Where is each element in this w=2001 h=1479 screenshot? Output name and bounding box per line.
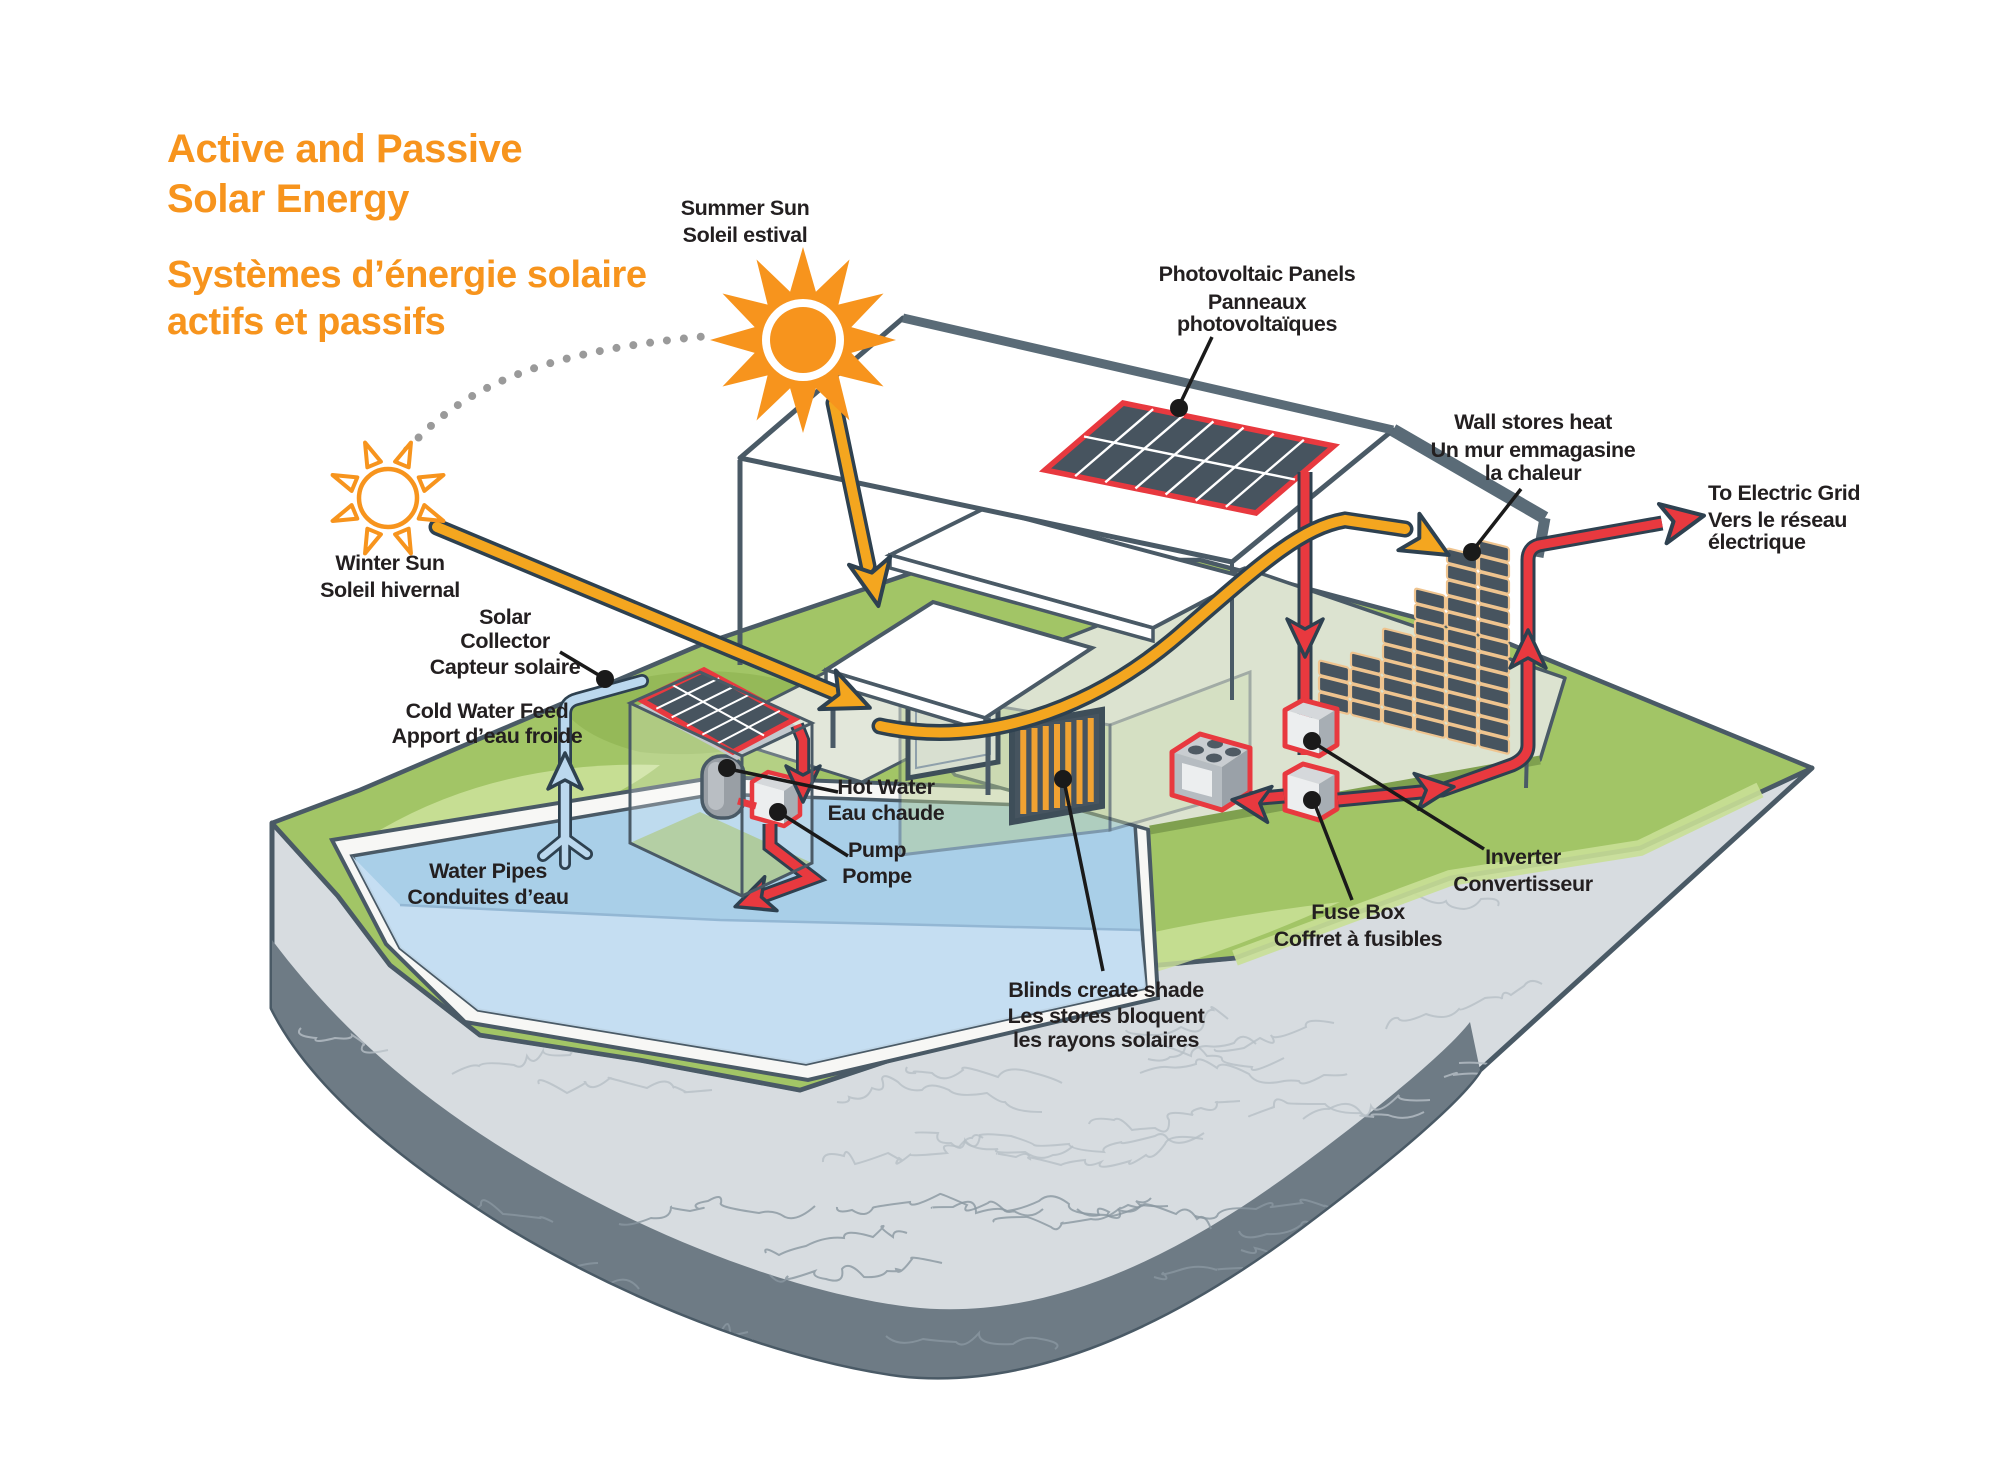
title-fr-line2: actifs et passifs <box>167 301 445 343</box>
shed-floor <box>630 812 812 896</box>
label-electric-grid-fr2: électrique <box>1708 530 1806 554</box>
pump-to-pool-pipe <box>733 824 828 913</box>
label-wall-heat: Wall stores heat Un mur emmagasine la ch… <box>1431 410 1637 485</box>
label-wall-heat-fr1: Un mur emmagasine <box>1431 438 1636 462</box>
label-fuse-box: Fuse Box Coffret à fusibles <box>1274 900 1443 951</box>
label-winter-sun-fr: Soleil hivernal <box>320 578 460 602</box>
main-house <box>701 313 1706 857</box>
label-water-pipes: Water Pipes Conduites d’eau <box>407 859 569 909</box>
label-fuse-box-fr: Coffret à fusibles <box>1274 927 1443 951</box>
title-en-line1: Active and Passive <box>167 127 522 171</box>
label-photovoltaic-fr1: Panneaux <box>1208 290 1307 314</box>
label-electric-grid: To Electric Grid Vers le réseau électriq… <box>1708 481 1861 554</box>
grid-arrowhead <box>1656 501 1706 546</box>
label-solar-collector: Solar Collector Capteur solaire <box>430 605 581 679</box>
red-arrow-to-stove <box>1230 784 1285 825</box>
label-photovoltaic: Photovoltaic Panels Panneaux photovoltaï… <box>1159 262 1357 336</box>
winter-sun-ray-arrow <box>428 518 872 712</box>
label-blinds-fr2: les rayons solaires <box>1013 1028 1199 1052</box>
label-blinds-fr1: Les stores bloquent <box>1008 1004 1205 1028</box>
roof-right-slope <box>1389 424 1549 524</box>
pv-panel <box>1038 400 1341 516</box>
label-hot-water: Hot Water Eau chaude <box>828 775 946 825</box>
solar-collector-shed <box>626 666 828 913</box>
brick-wall <box>1317 539 1511 755</box>
label-inverter: Inverter Convertisseur <box>1453 845 1594 896</box>
label-wall-heat-en: Wall stores heat <box>1454 410 1612 434</box>
label-winter-sun-en: Winter Sun <box>335 551 444 575</box>
label-winter-sun: Winter Sun Soleil hivernal <box>320 551 460 602</box>
label-blinds: Blinds create shade Les stores bloquent … <box>1008 978 1205 1052</box>
pool-water-shallow <box>352 856 1146 1064</box>
summer-sun-ray-arrow <box>825 394 893 608</box>
title-fr-line1: Systèmes d’énergie solaire <box>167 254 647 296</box>
summer-sun-icon <box>710 247 896 433</box>
label-blinds-en: Blinds create shade <box>1008 978 1204 1002</box>
hot-water-tank <box>700 754 746 820</box>
label-summer-sun-en: Summer Sun <box>681 196 810 220</box>
leader-dots <box>596 399 1481 821</box>
label-cold-water-fr: Apport d’eau froide <box>392 724 583 748</box>
label-pump-fr: Pompe <box>842 864 912 888</box>
title-en-line2: Solar Energy <box>167 177 410 221</box>
label-hot-water-fr: Eau chaude <box>828 801 945 825</box>
label-photovoltaic-en: Photovoltaic Panels <box>1159 262 1356 286</box>
passive-heat-flow-arrow <box>871 511 1451 741</box>
label-solar-collector-en2: Collector <box>460 629 551 653</box>
label-water-pipes-en: Water Pipes <box>429 859 547 883</box>
label-water-pipes-fr: Conduites d’eau <box>407 885 568 909</box>
label-solar-collector-fr: Capteur solaire <box>430 655 581 679</box>
blue-arrowhead <box>546 751 584 791</box>
page-title: Active and Passive Solar Energy Systèmes… <box>167 127 647 343</box>
label-inverter-en: Inverter <box>1485 845 1562 869</box>
earth-dark-band <box>272 940 1480 1378</box>
label-photovoltaic-fr2: photovoltaïques <box>1177 312 1337 336</box>
cold-water-pipe <box>537 674 649 870</box>
label-cold-water: Cold Water Feed Apport d’eau froide <box>392 699 584 748</box>
shed-frame <box>626 670 816 899</box>
label-pump-en: Pump <box>848 838 906 862</box>
shed-wall <box>630 703 742 896</box>
label-summer-sun: Summer Sun Soleil estival <box>681 196 810 247</box>
grass-light-edge <box>1232 782 1764 966</box>
sun-path-dotted-arc <box>403 332 712 454</box>
label-fuse-box-en: Fuse Box <box>1311 900 1405 924</box>
winter-sun-icon <box>330 440 446 556</box>
label-electric-grid-en: To Electric Grid <box>1708 481 1860 505</box>
label-solar-collector-en1: Solar <box>479 605 532 629</box>
label-wall-heat-fr2: la chaleur <box>1485 461 1582 485</box>
label-cold-water-en: Cold Water Feed <box>406 699 569 723</box>
leader-lines <box>559 336 1523 972</box>
label-summer-sun-fr: Soleil estival <box>683 223 808 247</box>
label-pump: Pump Pompe <box>842 838 913 888</box>
pool-waterline <box>399 903 1141 932</box>
label-inverter-fr: Convertisseur <box>1453 872 1593 896</box>
label-hot-water-en: Hot Water <box>837 775 935 799</box>
grid-red-pipe <box>1337 501 1706 812</box>
label-electric-grid-fr1: Vers le réseau <box>1708 508 1847 532</box>
window-blinds <box>1009 706 1105 826</box>
